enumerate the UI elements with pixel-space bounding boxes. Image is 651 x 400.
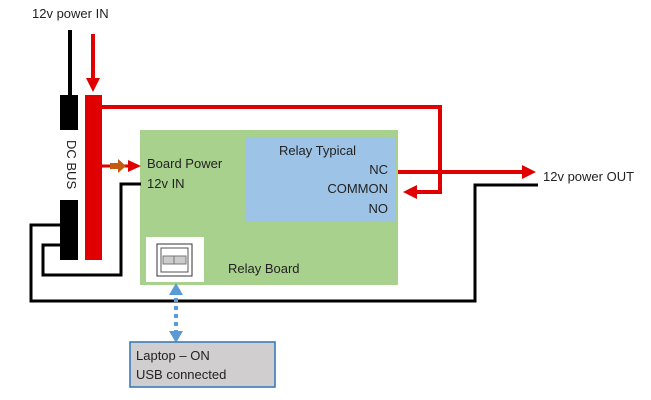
board-12v-in-label: 12v IN xyxy=(147,176,185,191)
power-out-label: 12v power OUT xyxy=(543,169,634,184)
board-negative-wire xyxy=(41,182,141,277)
usb-link-arrow-up xyxy=(169,283,183,295)
relay-board-label: Relay Board xyxy=(228,261,300,276)
common-arrowhead xyxy=(403,185,417,199)
dc-bus-label: DC BUS xyxy=(64,140,79,189)
laptop-box xyxy=(129,341,276,388)
dc-bus-label-panel xyxy=(58,130,83,200)
board-power-label: Board Power xyxy=(147,156,223,171)
power-out-arrowhead xyxy=(522,165,536,179)
power-in-label: 12v power IN xyxy=(32,6,109,21)
relay-typical-box xyxy=(246,137,396,222)
negative-output-wire xyxy=(29,183,538,303)
usb-link-arrow-down xyxy=(169,331,183,343)
relay-typical-label: Relay Typical xyxy=(279,143,356,158)
board-power-feed-arrowhead xyxy=(128,160,141,172)
dc-bus-positive-bar-mid xyxy=(85,130,102,200)
board-feed-brown-arrow xyxy=(110,159,126,173)
positive-input-arrowhead xyxy=(86,78,100,92)
positive-bus-to-common-wire xyxy=(102,105,442,194)
no-terminal-label: NO xyxy=(369,201,389,216)
common-terminal-label: COMMON xyxy=(327,181,388,196)
nc-terminal-label: NC xyxy=(369,162,388,177)
usb-b-port-icon xyxy=(156,243,193,277)
laptop-status-label: Laptop – ON xyxy=(136,348,210,363)
laptop-usb-label: USB connected xyxy=(136,367,226,382)
